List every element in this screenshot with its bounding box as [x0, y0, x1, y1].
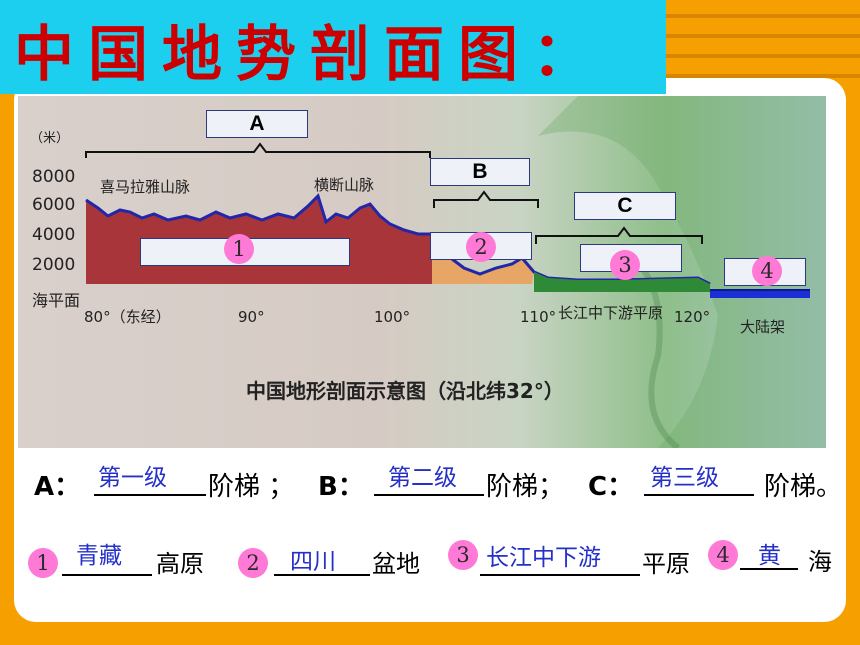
- map-svg: （米） 8000 6000 4000 2000 海平面 80°（东经） 90° …: [18, 96, 826, 448]
- row1-b-suffix: 阶梯；: [486, 472, 565, 502]
- circle-2: 2: [466, 232, 496, 262]
- row1-a-suffix: 阶梯 ；: [208, 472, 295, 502]
- row1-b-blank: [374, 494, 484, 496]
- row2-answer-4: 黄: [758, 543, 781, 569]
- row1-a-answer: 第一级: [98, 465, 167, 491]
- brace-c: [535, 226, 703, 244]
- step-one-profile: [85, 193, 432, 236]
- row1-a-prefix: A：: [34, 472, 81, 502]
- row1-b-prefix: B：: [318, 472, 364, 502]
- box-b: B: [430, 158, 530, 186]
- row2-suffix-1: 高原: [156, 550, 204, 578]
- row2-blank-3: [480, 574, 640, 576]
- row1-c-prefix: C：: [588, 472, 634, 502]
- row2-blank-1: [62, 574, 152, 576]
- row1-a-blank: [94, 494, 206, 496]
- row2-circle-1: 1: [28, 548, 58, 578]
- step-two-profile: [430, 233, 711, 286]
- x-tick-100: 100°: [374, 308, 410, 326]
- row2-answer-2: 四川: [290, 549, 336, 575]
- row2-answer-3: 长江中下游: [486, 545, 601, 571]
- box-a: A: [206, 110, 308, 138]
- continental-shelf: [710, 290, 810, 298]
- box-c-letter: C: [617, 194, 633, 217]
- page-title: 中国地势剖面图：: [14, 20, 606, 90]
- x-tick-80: 80°（东经）: [84, 308, 171, 326]
- row1-b-answer: 第二级: [388, 465, 457, 491]
- x-tick-110: 110°: [520, 308, 556, 326]
- shelf-label: 大陆架: [740, 318, 785, 336]
- y-tick-4000: 4000: [32, 225, 75, 245]
- y-tick-8000: 8000: [32, 167, 75, 187]
- box-c: C: [574, 192, 676, 220]
- row1-c-answer: 第三级: [650, 465, 719, 491]
- brace-a: [85, 142, 431, 158]
- terrain-profile-map: （米） 8000 6000 4000 2000 海平面 80°（东经） 90° …: [18, 96, 826, 448]
- circle-1: 1: [224, 234, 254, 264]
- row2-circle-2: 2: [238, 548, 268, 578]
- x-tick-90: 90°: [238, 308, 265, 326]
- row1-c-suffix: 阶梯。: [764, 472, 843, 502]
- row2-suffix-4: 海: [808, 548, 832, 576]
- mountain-label-hengduan: 横断山脉: [314, 176, 374, 194]
- row2-suffix-3: 平原: [642, 550, 690, 578]
- row2-blank-2: [274, 574, 370, 576]
- x-tick-120: 120°: [674, 308, 710, 326]
- circle-4: 4: [752, 256, 782, 286]
- mountain-label-himalaya: 喜马拉雅山脉: [100, 178, 190, 196]
- row2-circle-4: 4: [708, 540, 738, 570]
- step-three-terrain: [534, 272, 710, 292]
- row2-blank-4: [740, 568, 798, 570]
- y-tick-2000: 2000: [32, 255, 75, 275]
- title-banner: 中国地势剖面图：: [0, 0, 666, 94]
- frame-stripes: [640, 0, 860, 90]
- brace-b: [433, 190, 539, 208]
- box-a-letter: A: [249, 112, 265, 135]
- circle-3: 3: [610, 250, 640, 280]
- row2-answer-1: 青藏: [76, 543, 122, 569]
- step-two-terrain: [432, 234, 534, 284]
- map-texture: [538, 96, 826, 448]
- y-tick-sea-level: 海平面: [32, 291, 80, 310]
- plain-label: 长江中下游平原: [558, 304, 663, 322]
- row2-circle-3: 3: [448, 540, 478, 570]
- map-caption: 中国地形剖面示意图（沿北纬32°）: [246, 379, 564, 403]
- row2-suffix-2: 盆地: [372, 550, 420, 578]
- row1-c-blank: [644, 494, 754, 496]
- box-b-letter: B: [472, 160, 488, 183]
- unit-label: （米）: [30, 131, 69, 146]
- y-tick-6000: 6000: [32, 195, 75, 215]
